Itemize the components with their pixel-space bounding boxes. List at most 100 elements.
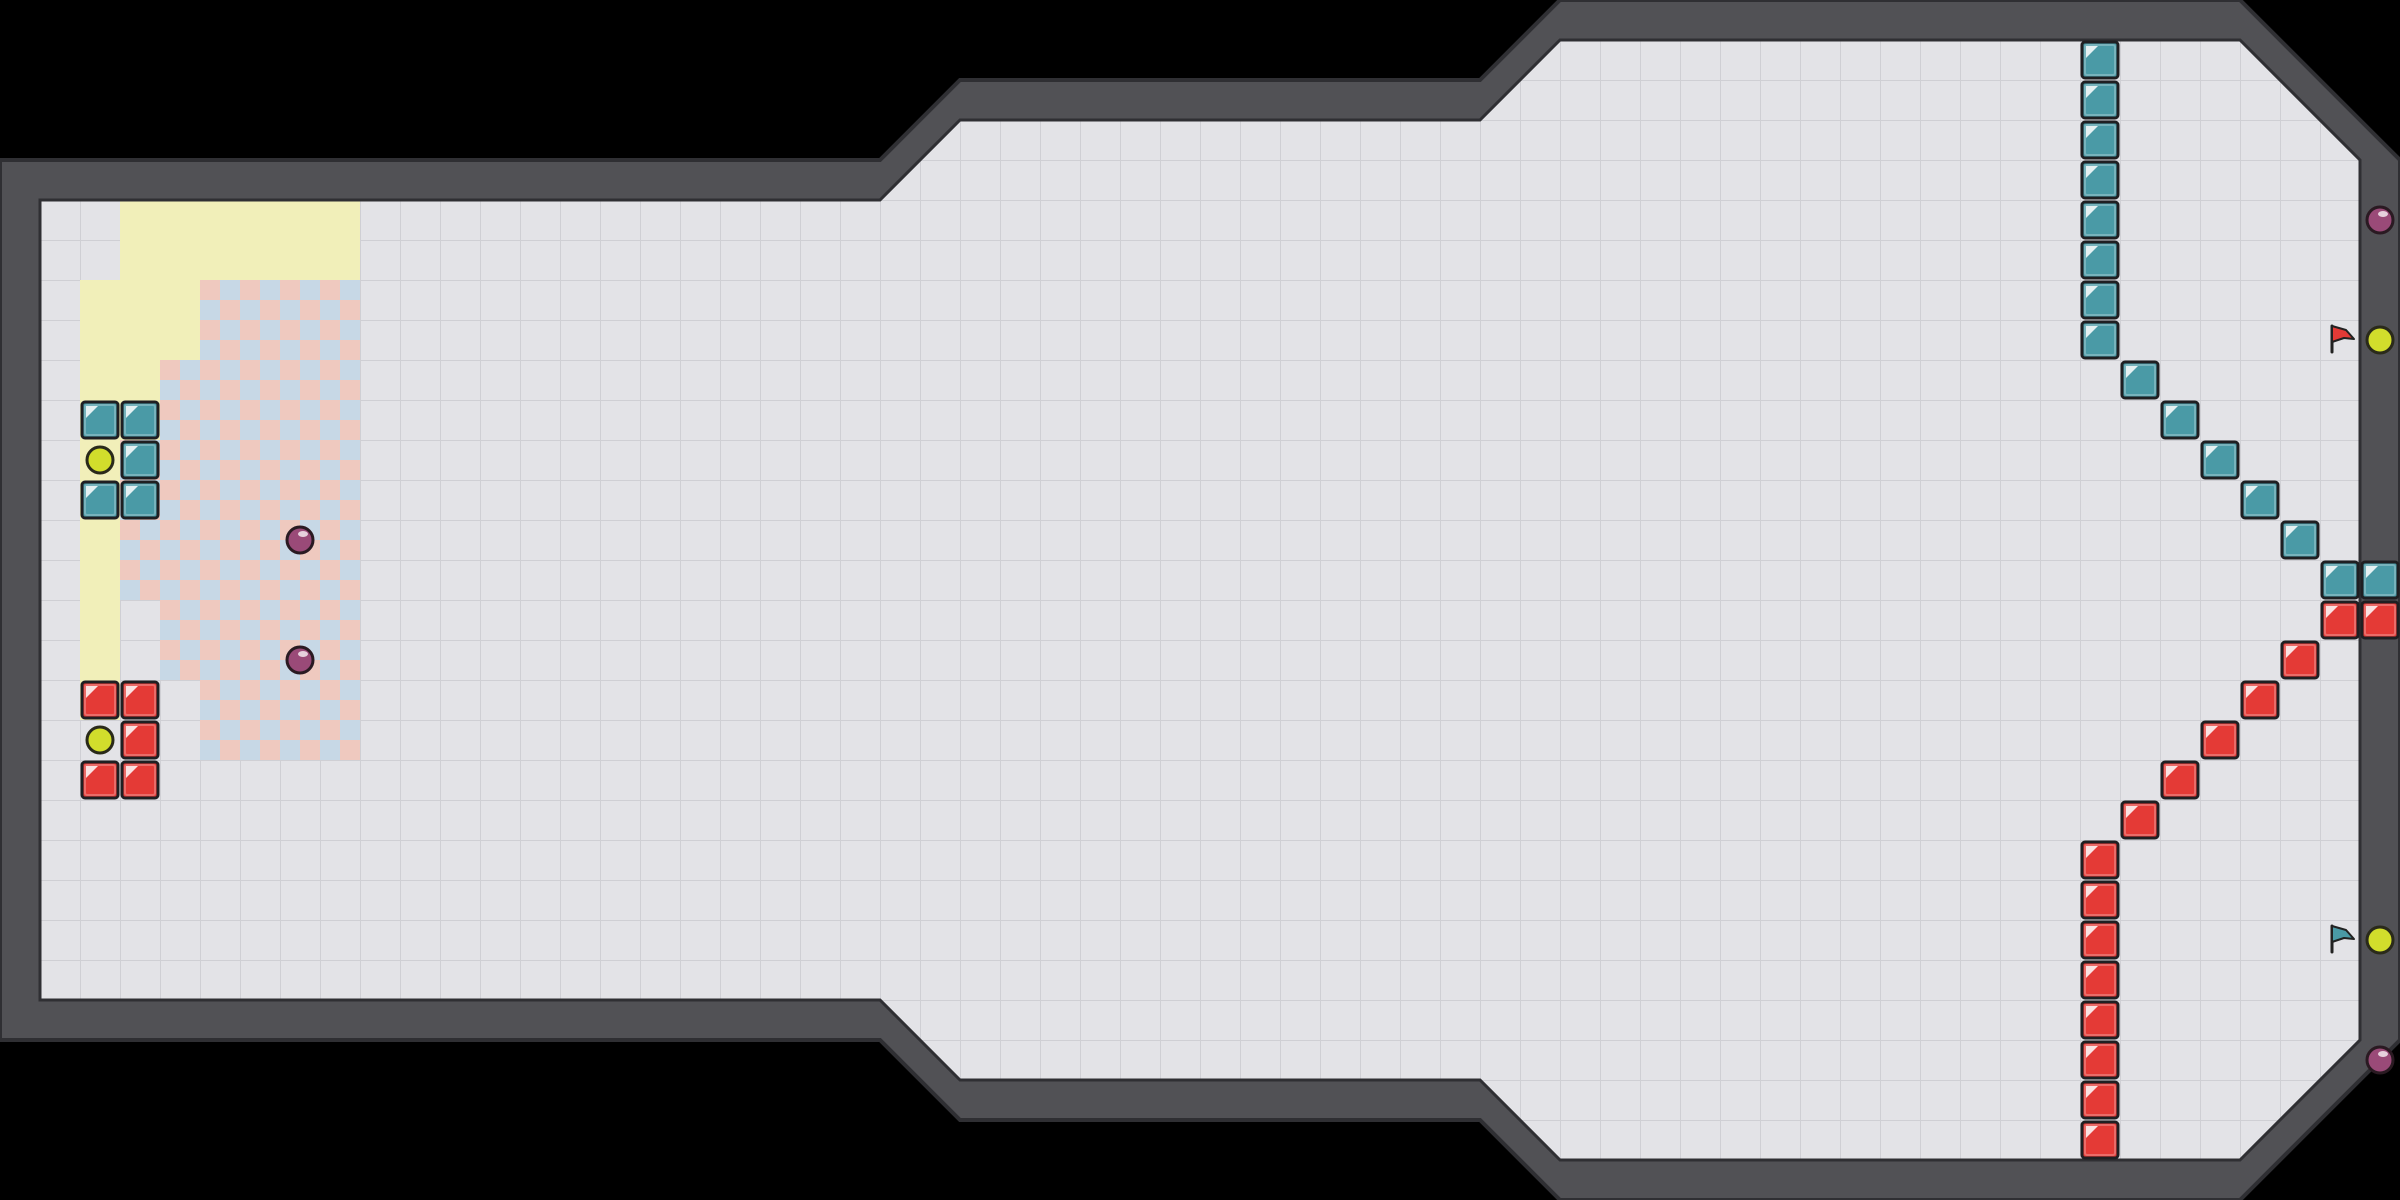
check-square xyxy=(280,740,300,760)
check-square xyxy=(220,680,240,700)
check-square xyxy=(340,460,360,480)
check-square xyxy=(180,400,200,420)
check-square xyxy=(260,400,280,420)
check-square xyxy=(200,560,220,580)
check-square xyxy=(260,380,280,400)
check-square xyxy=(340,340,360,360)
check-square xyxy=(260,580,280,600)
check-square xyxy=(240,360,260,380)
check-square xyxy=(220,660,240,680)
red-team-block-icon xyxy=(120,760,160,800)
check-square xyxy=(180,420,200,440)
check-square xyxy=(220,320,240,340)
check-square xyxy=(320,280,340,300)
check-square xyxy=(320,620,340,640)
red-team-block-icon xyxy=(2240,680,2280,720)
check-square xyxy=(240,320,260,340)
check-square xyxy=(340,380,360,400)
check-square xyxy=(300,340,320,360)
blue-team-block-icon xyxy=(2080,40,2120,80)
check-square xyxy=(340,320,360,340)
check-square xyxy=(300,480,320,500)
check-square xyxy=(300,600,320,620)
check-square xyxy=(200,700,220,720)
check-square xyxy=(300,380,320,400)
check-square xyxy=(260,540,280,560)
check-square xyxy=(240,600,260,620)
check-square xyxy=(220,360,240,380)
check-square xyxy=(300,440,320,460)
check-square xyxy=(160,460,180,480)
check-square xyxy=(340,680,360,700)
blue-team-block-icon xyxy=(2080,200,2120,240)
check-square xyxy=(180,660,200,680)
check-square xyxy=(220,500,240,520)
check-square xyxy=(340,620,360,640)
blue-flag-icon xyxy=(2330,924,2355,954)
neutral-ball-icon xyxy=(2365,325,2395,355)
check-square xyxy=(320,300,340,320)
check-square xyxy=(300,400,320,420)
check-square xyxy=(280,620,300,640)
check-square xyxy=(220,400,240,420)
check-square xyxy=(160,380,180,400)
check-square xyxy=(300,460,320,480)
check-square xyxy=(260,700,280,720)
check-square xyxy=(260,280,280,300)
check-square xyxy=(240,460,260,480)
blue-team-block-icon xyxy=(2080,160,2120,200)
check-square xyxy=(160,520,180,540)
check-square xyxy=(320,700,340,720)
blue-team-block-icon xyxy=(120,400,160,440)
check-square xyxy=(340,440,360,460)
check-square xyxy=(220,460,240,480)
check-square xyxy=(160,540,180,560)
check-square xyxy=(320,660,340,680)
check-square xyxy=(200,300,220,320)
check-square xyxy=(280,600,300,620)
check-square xyxy=(320,440,340,460)
check-square xyxy=(320,340,340,360)
check-square xyxy=(340,580,360,600)
check-square xyxy=(200,680,220,700)
check-square xyxy=(280,320,300,340)
check-square xyxy=(320,600,340,620)
check-square xyxy=(340,600,360,620)
check-square xyxy=(320,640,340,660)
check-square xyxy=(220,600,240,620)
blue-team-block-icon xyxy=(2200,440,2240,480)
blue-team-block-icon xyxy=(2080,320,2120,360)
blue-team-block-icon xyxy=(2160,400,2200,440)
check-square xyxy=(300,560,320,580)
red-team-block-icon xyxy=(2360,600,2400,640)
check-square xyxy=(220,640,240,660)
red-team-block-icon xyxy=(2200,720,2240,760)
check-square xyxy=(260,740,280,760)
check-square xyxy=(340,420,360,440)
check-square xyxy=(280,680,300,700)
check-square xyxy=(340,360,360,380)
check-square xyxy=(300,620,320,640)
check-square xyxy=(340,660,360,680)
blue-team-block-icon xyxy=(2080,280,2120,320)
check-square xyxy=(140,540,160,560)
check-square xyxy=(260,660,280,680)
check-square xyxy=(160,480,180,500)
check-square xyxy=(200,360,220,380)
check-square xyxy=(160,360,180,380)
check-square xyxy=(340,400,360,420)
neutral-ball-icon xyxy=(85,445,115,475)
red-team-block-icon xyxy=(2080,840,2120,880)
check-square xyxy=(200,500,220,520)
check-square xyxy=(180,440,200,460)
check-square xyxy=(180,360,200,380)
red-team-block-icon xyxy=(2320,600,2360,640)
check-square xyxy=(240,740,260,760)
bomb-icon xyxy=(285,645,315,675)
check-square xyxy=(220,440,240,460)
check-square xyxy=(320,360,340,380)
check-square xyxy=(200,280,220,300)
check-square xyxy=(260,720,280,740)
check-square xyxy=(220,300,240,320)
